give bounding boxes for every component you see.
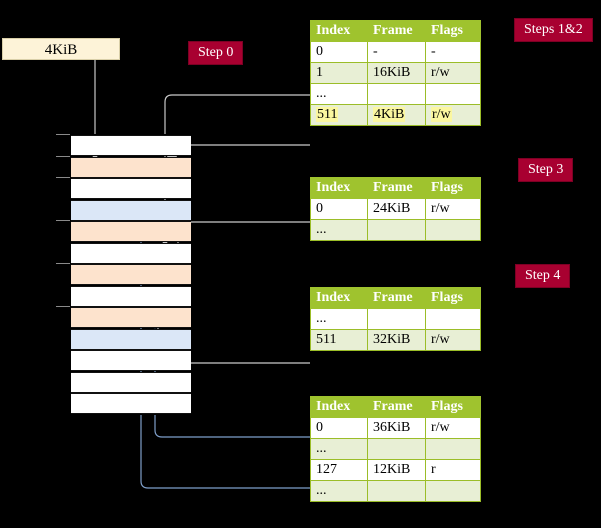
column-header-flags: Flags xyxy=(425,177,481,199)
table-cell-index: 0 xyxy=(310,41,368,63)
badge-step-4: Step 4 xyxy=(515,264,571,288)
table-cell-flags xyxy=(425,219,481,241)
table-cell-flags xyxy=(425,83,481,105)
table-cell-flags: r/w xyxy=(425,198,481,220)
memory-cell xyxy=(71,242,191,264)
memory-cell xyxy=(71,156,191,178)
column-header-flags: Flags xyxy=(425,287,481,309)
column-header-index: Index xyxy=(310,287,368,309)
table-row: ... xyxy=(310,480,481,502)
table-cell-frame xyxy=(367,438,426,460)
badge-step-3: Step 3 xyxy=(518,158,574,182)
table-cell-index: 1 xyxy=(310,62,368,84)
wire-table2-row0-to-memory xyxy=(177,221,310,246)
table-cell-index: 511 xyxy=(310,104,368,126)
table-cell-frame: 12KiB xyxy=(367,459,426,481)
table-cell-flags xyxy=(425,480,481,502)
table-cell-flags: - xyxy=(425,41,481,63)
memory-cell xyxy=(71,199,191,221)
memory-cell xyxy=(71,264,191,285)
memory-tick xyxy=(56,134,70,135)
table-cell-frame xyxy=(367,308,426,330)
table-cell-flags: r/w xyxy=(425,104,481,126)
table-row: ... xyxy=(310,308,481,330)
memory-tick xyxy=(56,306,70,307)
table-cell-flags: r/w xyxy=(425,62,481,84)
column-header-flags: Flags xyxy=(425,20,481,42)
table-cell-frame: - xyxy=(367,41,426,63)
table-cell-frame: 32KiB xyxy=(367,329,426,351)
memory-cell xyxy=(71,371,191,393)
memory-cell xyxy=(71,135,191,156)
wire-table1-row511-to-memory xyxy=(171,144,310,154)
table-cell-index: ... xyxy=(310,83,368,105)
table-cell-index: ... xyxy=(310,438,368,460)
memory-tick xyxy=(56,263,70,264)
table-cell-frame: 24KiB xyxy=(367,198,426,220)
table-cell-flags: r/w xyxy=(425,417,481,439)
source-page-box: 4KiB xyxy=(2,38,120,60)
memory-tick xyxy=(56,220,70,221)
highlighted-value: r/w xyxy=(431,107,452,122)
table-row: ... xyxy=(310,219,481,241)
table-cell-index: 0 xyxy=(310,198,368,220)
table-row: ... xyxy=(310,438,481,460)
table-cell-index: 0 xyxy=(310,417,368,439)
highlighted-value: 511 xyxy=(316,107,339,122)
memory-tick xyxy=(56,155,70,157)
column-header-flags: Flags xyxy=(425,396,481,418)
table-row: 0-- xyxy=(310,41,481,63)
memory-cell xyxy=(71,285,191,307)
column-header-frame: Frame xyxy=(367,396,426,418)
memory-cell xyxy=(71,393,191,414)
badge-steps-1-and-2: Steps 1&2 xyxy=(514,18,593,42)
table-row: 511 4KiB r/w xyxy=(310,104,481,126)
memory-cell xyxy=(71,178,191,199)
table-cell-index: ... xyxy=(310,219,368,241)
table-cell-frame: 36KiB xyxy=(367,417,426,439)
column-header-index: Index xyxy=(310,396,368,418)
badge-step-0: Step 0 xyxy=(188,41,244,65)
column-header-frame: Frame xyxy=(367,287,426,309)
table-row: ... xyxy=(310,83,481,105)
column-header-index: Index xyxy=(310,177,368,199)
table-cell-index: 127 xyxy=(310,459,368,481)
table-cell-flags: r xyxy=(425,459,481,481)
table-cell-frame xyxy=(367,83,426,105)
table-cell-flags: r/w xyxy=(425,329,481,351)
memory-cell xyxy=(71,307,191,328)
highlighted-value: 4KiB xyxy=(373,107,406,122)
table-cell-flags xyxy=(425,438,481,460)
table-cell-frame: 4KiB xyxy=(367,104,426,126)
table-cell-flags xyxy=(425,308,481,330)
table-cell-frame xyxy=(367,480,426,502)
column-header-frame: Frame xyxy=(367,177,426,199)
table-cell-index: 511 xyxy=(310,329,368,351)
memory-cell xyxy=(71,328,191,350)
physical-memory-column xyxy=(70,134,191,415)
table-cell-frame: 16KiB xyxy=(367,62,426,84)
table-cell-frame xyxy=(367,219,426,241)
table-cell-index: ... xyxy=(310,308,368,330)
memory-cell xyxy=(71,350,191,371)
column-header-frame: Frame xyxy=(367,20,426,42)
memory-tick xyxy=(56,177,70,178)
table-cell-index: ... xyxy=(310,480,368,502)
memory-cell xyxy=(71,221,191,242)
column-header-index: Index xyxy=(310,20,368,42)
